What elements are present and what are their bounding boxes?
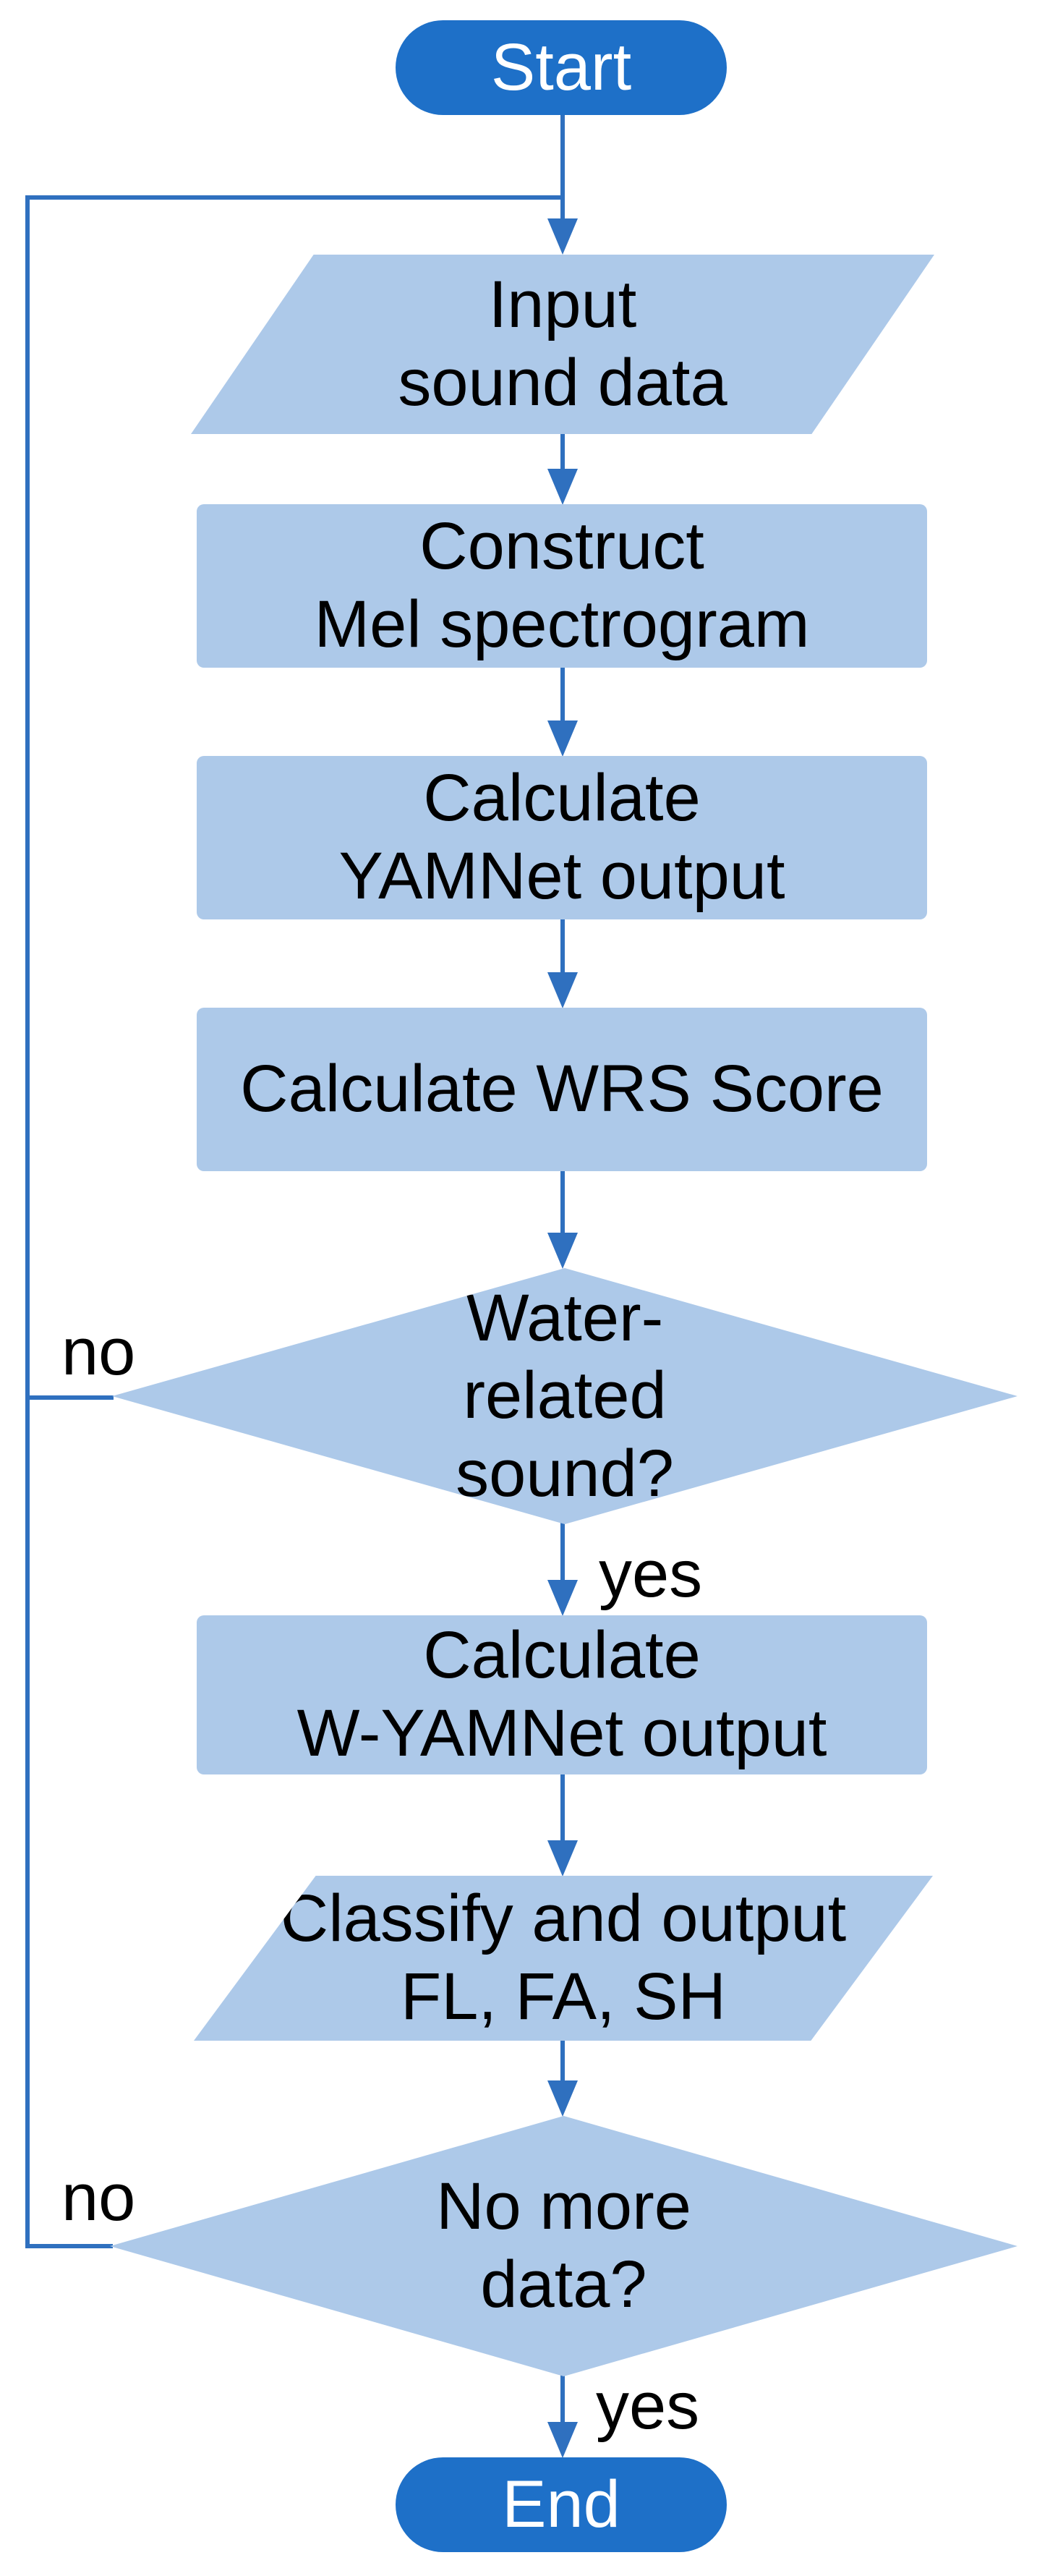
- process-calculate-wyamnet-label: Calculate W-YAMNet output: [296, 1618, 827, 1770]
- connector-decision-to-end: [560, 2374, 565, 2425]
- arrowhead-icon: [547, 2080, 578, 2117]
- arrowhead-icon: [547, 218, 578, 255]
- edge-label-data-no: no: [61, 2161, 136, 2235]
- connector-feedback-top: [25, 195, 565, 200]
- process-construct-mel-label: Construct Mel spectrogram: [314, 509, 810, 661]
- process-calculate-yamnet-label: Calculate YAMNet output: [338, 761, 785, 913]
- connector-wrs-to-decision: [560, 1169, 565, 1236]
- edge-label-water-no: no: [61, 1315, 136, 1389]
- edge-label-data-yes: yes: [596, 2369, 700, 2443]
- connector-mel-to-yamnet: [560, 666, 565, 723]
- connector-data-no: [25, 2244, 113, 2248]
- process-calculate-wrs-label: Calculate WRS Score: [240, 1052, 884, 1126]
- end-label: End: [502, 2467, 620, 2541]
- connector-classify-to-decision: [560, 2039, 565, 2083]
- io-classify-output-label: Classify and output FL, FA, SH: [280, 1882, 847, 2033]
- start-label: Start: [490, 30, 632, 104]
- process-construct-mel-node: Construct Mel spectrogram: [197, 504, 927, 668]
- connector-water-no: [25, 1395, 114, 1400]
- connector-input-to-mel: [560, 433, 565, 470]
- io-input-sound-label: Input sound data: [398, 268, 727, 420]
- arrowhead-icon: [547, 1233, 578, 1269]
- arrowhead-icon: [547, 1840, 578, 1876]
- arrowhead-icon: [547, 469, 578, 505]
- arrowhead-icon: [547, 972, 578, 1008]
- arrowhead-icon: [547, 720, 578, 757]
- connector-start-to-input: [560, 112, 565, 222]
- start-terminal-node: Start: [396, 20, 727, 115]
- arrowhead-icon: [547, 1580, 578, 1616]
- process-calculate-wyamnet-node: Calculate W-YAMNet output: [197, 1615, 927, 1774]
- connector-decision-to-wyamnet: [560, 1519, 565, 1583]
- connector-feedback-left: [25, 195, 30, 2248]
- io-classify-output-node: Classify and output FL, FA, SH: [194, 1876, 933, 2041]
- decision-no-more-data-label: No more data?: [436, 2169, 691, 2321]
- end-terminal-node: End: [396, 2457, 727, 2552]
- decision-water-related-label: Water- related sound?: [456, 1280, 674, 1510]
- io-input-sound-node: Input sound data: [191, 255, 934, 434]
- decision-no-more-data-node: No more data?: [110, 2116, 1017, 2376]
- edge-label-water-yes: yes: [599, 1537, 703, 1611]
- arrowhead-icon: [547, 2422, 578, 2458]
- process-calculate-wrs-node: Calculate WRS Score: [197, 1008, 927, 1171]
- process-calculate-yamnet-node: Calculate YAMNet output: [197, 756, 927, 919]
- decision-water-related-node: Water- related sound?: [112, 1268, 1017, 1524]
- connector-yamnet-to-wrs: [560, 917, 565, 975]
- connector-wyamnet-to-classify: [560, 1772, 565, 1843]
